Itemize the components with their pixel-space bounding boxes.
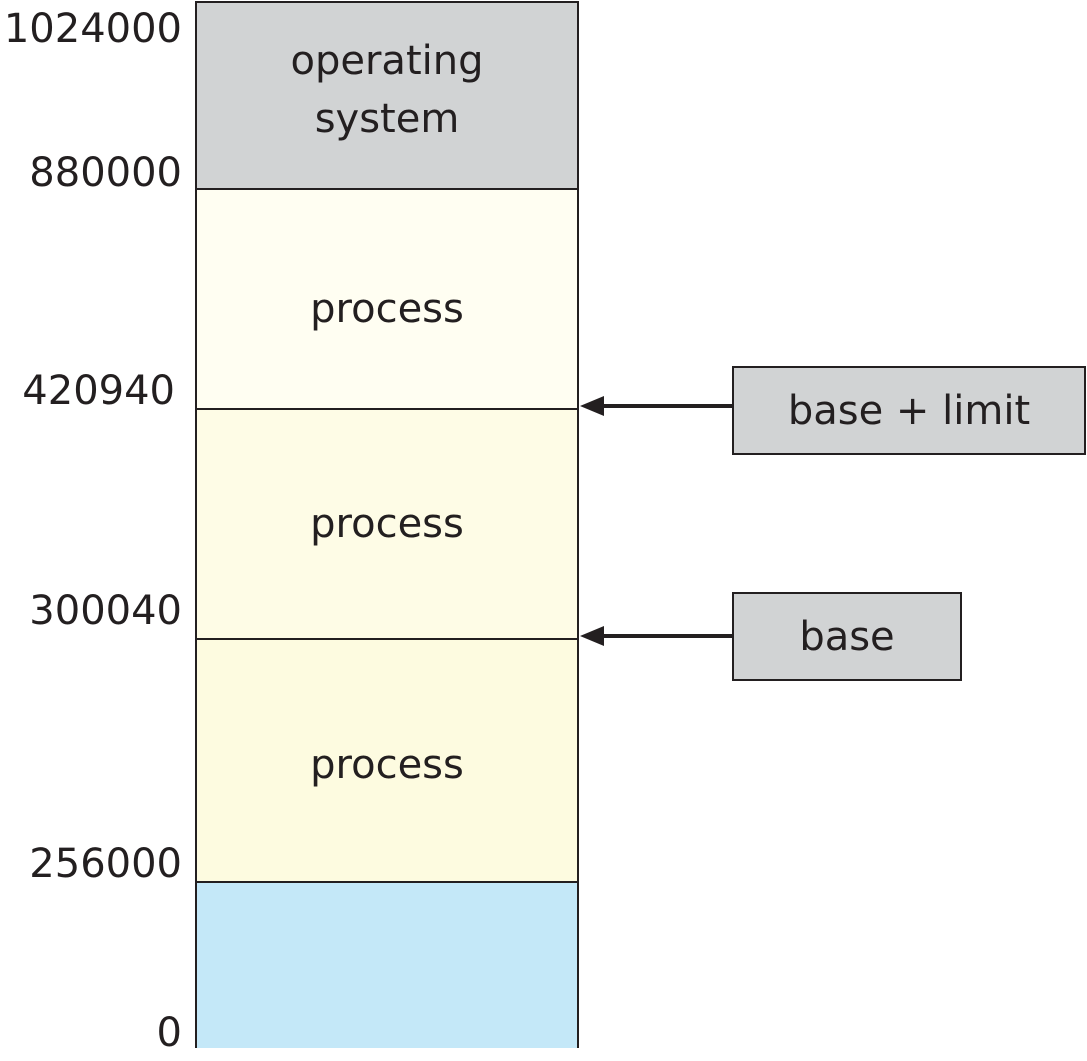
segment-label: process xyxy=(310,286,464,332)
memory-map: operating system process process process xyxy=(195,1,579,1048)
address-label: 880000 xyxy=(29,150,182,196)
segment-label: process xyxy=(310,501,464,547)
address-label: 1024000 xyxy=(3,6,182,52)
segment-process-3: process xyxy=(197,638,577,881)
segment-process-2: process xyxy=(197,408,577,638)
address-label: 420940 xyxy=(22,368,175,414)
segment-low-memory xyxy=(197,881,577,1048)
limit-arrow-head xyxy=(580,396,604,416)
address-label: 0 xyxy=(156,1010,182,1056)
base-limit-register: base + limit xyxy=(732,366,1086,455)
segment-label: process xyxy=(310,741,464,788)
address-label: 256000 xyxy=(29,841,182,887)
segment-operating-system: operating system xyxy=(197,3,577,188)
base-register: base xyxy=(732,592,962,681)
register-label: base + limit xyxy=(787,387,1031,434)
register-label: base xyxy=(799,613,895,660)
segment-process-1: process xyxy=(197,188,577,408)
segment-label: operating system xyxy=(290,37,484,142)
base-arrow-head xyxy=(580,626,604,646)
address-label: 300040 xyxy=(29,588,182,634)
